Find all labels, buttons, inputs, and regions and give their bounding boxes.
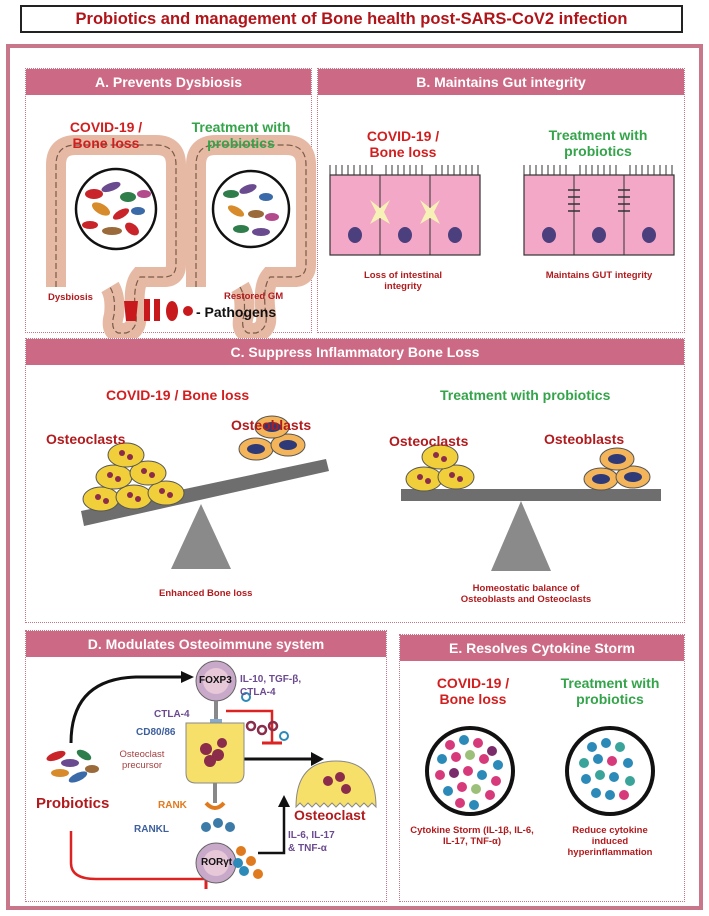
cd80-label: CD80/86 (136, 727, 176, 738)
cytokine-dots-reduced (579, 738, 635, 800)
osteoblasts-label-left: Osteoblasts (231, 417, 312, 433)
osteoclast-label: Osteoclast (294, 807, 366, 823)
homeostatic-balance-caption: Homeostatic balance of Osteoblasts and O… (460, 583, 592, 605)
panel-c-left-label: COVID-19 / Bone loss (106, 387, 250, 403)
figure-frame (6, 44, 703, 910)
panel-b-left-label: COVID-19 / Bone loss (366, 128, 440, 160)
panel-d: D. Modulates Osteoimmune system (25, 630, 387, 902)
pathogen-legend-icons (124, 299, 193, 321)
restored-gm-caption: Restored GM (224, 291, 284, 302)
panel-c-heading: C. Suppress Inflammatory Bone Loss (26, 339, 684, 365)
pathogens-legend-label: - Pathogens (196, 304, 277, 320)
panel-c-right-label: Treatment with probiotics (440, 387, 611, 403)
intestinal-epithelium-illustration (329, 165, 675, 256)
rankl-label: RANKL (134, 824, 169, 835)
panel-b-right-label: Treatment with probiotics (548, 127, 648, 159)
cytokine-dots-storm (435, 735, 503, 810)
rorgt-label: RORγt (201, 857, 233, 868)
osteoclasts-label-left: Osteoclasts (46, 431, 126, 447)
restored-bacteria (223, 184, 279, 236)
bone-balance-illustration (81, 415, 661, 571)
dysbiotic-bacteria (82, 181, 151, 236)
osteoblasts-label-right: Osteoblasts (544, 431, 625, 447)
panel-b-heading: B. Maintains Gut integrity (318, 69, 684, 95)
osteoclasts-label-right: Osteoclasts (389, 433, 469, 449)
panel-a-left-label: COVID-19 / Bone loss (69, 119, 143, 151)
probiotic-bacteria (46, 749, 99, 783)
panel-c: C. Suppress Inflammatory Bone Loss (25, 338, 685, 623)
panel-e-right-label: Treatment with probiotics (560, 675, 660, 707)
panel-e-heading: E. Resolves Cytokine Storm (400, 635, 684, 661)
loss-integrity-caption: Loss of intestinal integrity (363, 270, 443, 292)
cytokines-bottom-label: IL-6, IL-17 & TNF-α (288, 830, 335, 854)
osteoclast-cluster-left (82, 442, 185, 512)
panel-d-heading: D. Modulates Osteoimmune system (26, 631, 386, 657)
precursor-label: Osteoclast precursor (119, 749, 165, 771)
enhanced-bone-loss-caption: Enhanced Bone loss (159, 588, 253, 599)
panel-a: A. Prevents Dysbiosis (25, 68, 316, 343)
probiotics-label: Probiotics (36, 795, 110, 812)
maintains-integrity-caption: Maintains GUT integrity (545, 270, 653, 281)
dysbiosis-caption: Dysbiosis (48, 292, 93, 303)
osteoclast-cluster-right (405, 444, 475, 492)
gut-colon-illustration (46, 135, 316, 343)
foxp3-label: FOXP3 (199, 675, 232, 686)
cytokine-storm-illustration (425, 726, 655, 816)
osteoblast-cluster-left (238, 415, 306, 461)
panel-e-left-label: COVID-19 / Bone loss (436, 675, 510, 707)
cytokine-storm-caption: Cytokine Storm (IL-1β, IL-6, IL-17, TNF-… (410, 825, 534, 847)
rank-label: RANK (158, 800, 187, 811)
panel-e: E. Resolves Cytokine Storm COVID-19 / Bo… (399, 634, 685, 902)
panel-b: B. Maintains Gut integrity COVID-19 / Bo… (317, 68, 685, 333)
panel-a-right-label: Treatment with probiotics (191, 119, 291, 151)
osteoblast-cluster-right (583, 447, 651, 491)
figure-title: Probiotics and management of Bone health… (20, 5, 683, 33)
ctla4-label: CTLA-4 (154, 709, 190, 720)
panel-a-heading: A. Prevents Dysbiosis (26, 69, 311, 95)
reduce-inflammation-caption: Reduce cytokine induced hyperinflammatio… (567, 825, 653, 858)
osteoimmune-pathway-illustration (46, 660, 377, 889)
cytokines-top-label: IL-10, TGF-β, CTLA-4 (240, 674, 302, 698)
